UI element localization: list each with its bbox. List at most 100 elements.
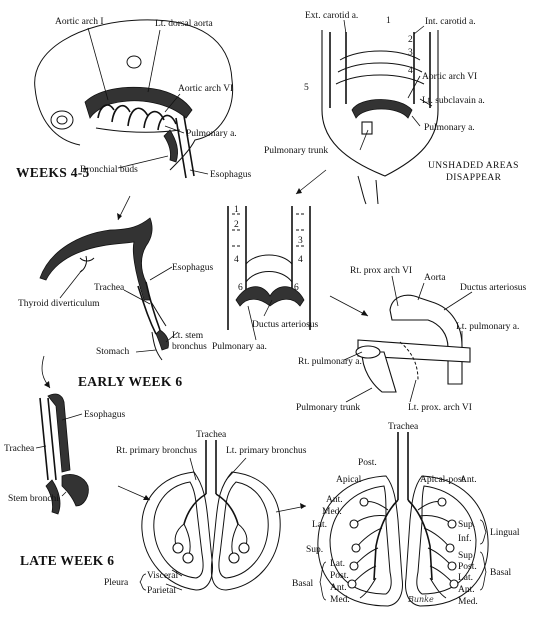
label-sup-l1: Sup. [458, 520, 475, 530]
leader-aorta [417, 282, 425, 301]
label-trachea-c: Trachea [94, 283, 125, 293]
seg-right-lung-inner [329, 485, 392, 595]
middle-vessels [227, 206, 311, 330]
left-lung-inner [218, 481, 269, 579]
middle-arches-figure: 1 2 3 4 4 6 6 Ductus arteriosus Pulmonar… [212, 205, 319, 352]
label-mid-n4b: 4 [298, 255, 303, 265]
embryo-esophagus [175, 115, 195, 179]
segmental-bronchi-figure: Trachea Post. Apical Apical-post. Ant. A… [292, 422, 520, 607]
label-pleura: Pleura [104, 578, 129, 588]
label-mid-n4a: 4 [234, 255, 239, 265]
right-lung-inner [153, 481, 204, 579]
leader-lt-primary [225, 457, 247, 481]
label-basal-l: Basal [490, 568, 511, 578]
left-lung-outer [210, 471, 281, 591]
middle-arch-4 [245, 254, 293, 283]
pulmonary-trunk-opening [355, 345, 381, 359]
arrowhead-a-to-c [117, 213, 122, 220]
label-med-r2: Med. [330, 595, 350, 605]
leader-trachea-c [123, 289, 151, 305]
leader-arch-6b [407, 75, 421, 99]
foregut-dark [39, 217, 153, 301]
lt-prox-arch-dashed [399, 341, 419, 381]
label-sup-l2: Sup. [458, 551, 475, 561]
foregut-trachea [149, 299, 167, 327]
seg-bud-l3 [445, 543, 455, 553]
leader-pulm-aa [247, 305, 257, 341]
arrowhead-b-to-d [296, 188, 302, 194]
leader-ductus-e [443, 291, 473, 311]
artist-signature: Bunke [407, 595, 434, 604]
label-lt-pulm: Lt. pulmonary a. [456, 322, 519, 332]
label-ext-carotid: Ext. carotid a. [305, 11, 358, 21]
aorta-arch-shape [389, 294, 463, 385]
label-visceral: Visceral [147, 571, 178, 581]
seg-bud-r2 [349, 519, 359, 529]
label-lt-subclavian: Lt. subclavain a. [422, 96, 485, 106]
stem-trachea [39, 397, 57, 481]
heading-early-week-6: EARLY WEEK 6 [78, 374, 182, 389]
leader-subclavian [419, 98, 433, 107]
label-pulm-trunk-e: Pulmonary trunk [296, 403, 360, 413]
middle-arch-6-dark [235, 286, 305, 307]
primary-bronchi-figure: Trachea Rt. primary bronchus Lt. primary… [104, 430, 307, 596]
label-thyroid: Thyroid diverticulum [18, 299, 100, 309]
label-arch-n4: 4 [408, 66, 413, 76]
primary-bud-4 [228, 552, 240, 564]
foregut-figure: Esophagus Trachea Thyroid diverticulum L… [18, 217, 213, 361]
arrow-b-to-d [295, 169, 327, 195]
stem-right-bud [61, 474, 89, 507]
leader-int-carotid [413, 25, 425, 35]
embryo-otic-vesicle [126, 55, 142, 69]
label-trachea-f: Trachea [4, 444, 35, 454]
label-pulmonary-trunk-b: Pulmonary trunk [264, 146, 328, 156]
leader-parietal [165, 583, 183, 591]
label-med: Med. [322, 507, 342, 517]
label-esophagus-f: Esophagus [84, 410, 125, 420]
label-ant-l2: Ant. [458, 585, 475, 595]
seg-main-bronchi [373, 499, 433, 581]
label-apical: Apical [336, 475, 362, 485]
label-rt-pulm: Rt. pulmonary a. [298, 357, 362, 367]
seg-bud-r3 [351, 543, 361, 553]
pulmonary-trunk-shape [361, 351, 397, 393]
label-bronchial-buds: Bronchial buds [80, 165, 138, 175]
seg-bud-l2 [447, 519, 457, 529]
leader-visceral [171, 569, 183, 577]
label-mid-n1: 1 [234, 205, 239, 215]
primary-trachea [205, 440, 217, 494]
heading-weeks-4-5: WEEKS 4-5 [16, 165, 90, 180]
seg-bud-r4 [349, 561, 359, 571]
primary-bud-2 [182, 552, 194, 564]
leader-ductus-d [263, 299, 273, 317]
leader-stomach [135, 349, 157, 353]
embryo-figure: Aortic arch I Lt. dorsal aorta Aortic ar… [16, 17, 251, 180]
leader-esophagus [189, 169, 209, 175]
label-arch-n2: 2 [408, 35, 413, 45]
leader-pulm-a-b [411, 115, 421, 127]
label-int-carotid: Int. carotid a. [425, 17, 476, 27]
label-stomach: Stomach [96, 347, 129, 357]
label-ductus-d: Ductus arteriosus [252, 320, 319, 330]
label-post-r: Post. [358, 458, 377, 468]
label-basal-r: Basal [292, 579, 313, 589]
label-stem-bronchi: Stem bronchi [8, 494, 59, 504]
arch-6-dark [351, 99, 413, 119]
arrowhead-d-to-e [361, 310, 368, 316]
arch-loops [335, 50, 425, 85]
label-ant-l: Ant. [460, 475, 477, 485]
label-arch-n1: 1 [386, 16, 391, 26]
label-mid-n6b: 6 [294, 283, 299, 293]
label-rt-prox: Rt. prox arch VI [350, 266, 412, 276]
leader-pulmonary-a [164, 125, 185, 134]
leader-esophagus-c [149, 266, 173, 281]
right-lung-outer [141, 471, 213, 591]
leader-ext-carotid [343, 19, 347, 35]
leader-bronchial-buds [117, 155, 169, 169]
embryo-bronchial-buds [163, 129, 178, 163]
label-ductus-e: Ductus arteriosus [460, 283, 527, 293]
label-lat-l: Lat. [458, 573, 473, 583]
label-pulmonary-a-b: Pulmonary a. [424, 123, 475, 133]
